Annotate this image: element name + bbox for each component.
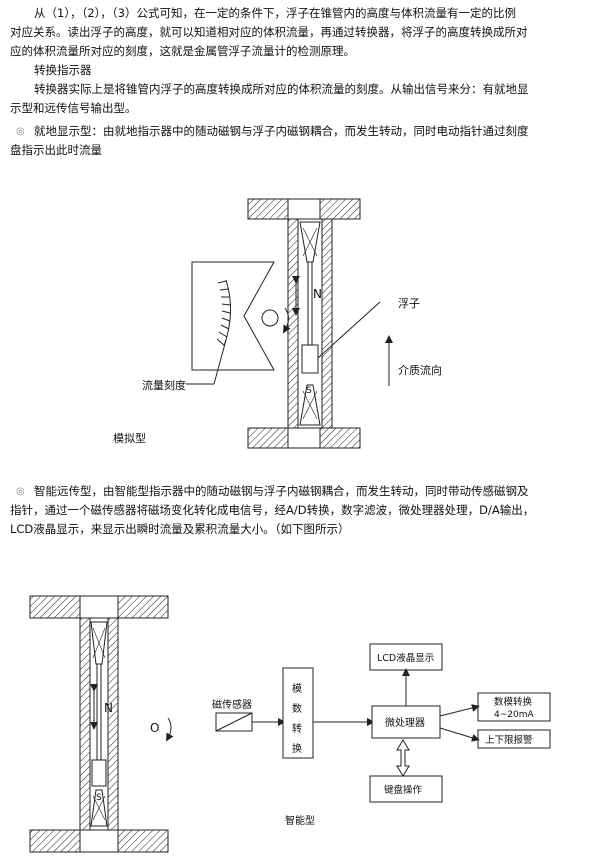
follower-magnet (261, 309, 279, 327)
tube-wall-right (321, 218, 333, 429)
tube-wall-right (107, 617, 119, 831)
south-pole-label: S (96, 793, 102, 803)
top-flange-bore (287, 198, 321, 220)
local-display-line-2: 盘指示出此时流量 (10, 143, 102, 157)
converter-heading: 转换指示器 (34, 63, 92, 77)
smart-line-2: 指针，通过一个磁传感器将磁场变化转化成电信号，经A/D转换，数字滤波，微处理器处… (10, 503, 535, 517)
keyboard-label: 键盘操作 (384, 784, 423, 796)
magnet-label: O (150, 721, 159, 735)
lower-cone (299, 384, 321, 426)
intro-line-3: 应的体积流量所对应的刻度，这就是金属管浮子流量计的检测原理。 (10, 44, 355, 58)
float-label: 浮子 (398, 297, 420, 310)
float (91, 759, 107, 787)
north-pole-label: N (313, 287, 322, 301)
alarm-label: 上下限报警 (485, 734, 533, 746)
intro-line-1: 从（1），（2），（3）公式可知，在一定的条件下，浮子在锥管内的高度与体积流量有… (34, 6, 516, 20)
bottom-flange-bore (79, 829, 119, 853)
converter-line-1: 转换器实际上是将锥管内浮子的高度转换成所对应的体积流量的刻度。从输出信号来分：有… (34, 82, 529, 96)
upper-cone (299, 221, 321, 263)
intro-paragraph: 从（1），（2），（3）公式可知，在一定的条件下，浮子在锥管内的高度与体积流量有… (10, 4, 585, 61)
microprocessor-box (371, 705, 441, 739)
rotation-arrow (166, 717, 174, 742)
dac-label: 数模转换 (494, 696, 533, 708)
adc-box (282, 667, 314, 759)
converter-paragraph: 转换器实际上是将锥管内浮子的高度转换成所对应的体积流量的刻度。从输出信号来分：有… (10, 80, 585, 118)
scale-label: 流量刻度 (142, 378, 186, 392)
flow-direction-label: 介质流向 (398, 363, 442, 377)
local-display-paragraph: 就地显示型：由就地指示器中的随动磁钢与浮子内磁钢耦合，而发生转动，同时电动指针通… (10, 122, 585, 160)
analog-flowmeter-diagram: N S 流量刻度 浮子 介质流向 模拟型 (113, 198, 442, 449)
bidirectional-arrow (396, 739, 410, 777)
rotation-arrow (282, 307, 291, 334)
tube-wall-left (79, 617, 91, 831)
south-pole-label: S (306, 386, 312, 396)
sensor-label: 磁传感器 (212, 698, 252, 711)
intro-line-2: 对应关系。读出浮子的高度，就可以知道相对应的体积流量，再通过转换器，将浮子的高度… (10, 25, 528, 39)
flow-scale (216, 279, 232, 347)
bullet-icon: ◎ (16, 126, 25, 137)
upper-cone (90, 621, 108, 665)
local-display-line-1: 就地显示型：由就地指示器中的随动磁钢与浮子内磁钢耦合，而发生转动，同时电动指针通… (34, 124, 529, 138)
indicator-housing (191, 261, 275, 371)
adc-char-1: 模 (292, 683, 302, 695)
bullet-icon: ◎ (16, 486, 25, 497)
lcd-display-label: LCD液晶显示 (377, 652, 434, 664)
converter-line-2: 示型和远传信号输出型。 (10, 101, 137, 115)
analog-caption: 模拟型 (113, 431, 146, 445)
keyboard-box (369, 775, 443, 803)
lcd-display-box (369, 643, 443, 671)
top-flange-bore (79, 595, 119, 619)
adc-char-3: 转 (292, 722, 302, 735)
adc-char-4: 换 (292, 742, 302, 755)
bottom-flange-bore (287, 427, 321, 449)
dac-range-label: 4~20mA (494, 710, 534, 720)
adc-char-2: 数 (292, 702, 302, 715)
tube-wall-left (287, 218, 299, 429)
smart-caption: 智能型 (285, 814, 315, 827)
smart-flowmeter-diagram: N S O 磁传感器 模 数 转 换 LCD液晶显示 微处理器 数模转换 4~2… (29, 595, 551, 853)
lower-cone (90, 789, 108, 827)
smart-paragraph: 智能远传型，由智能型指示器中的随动磁钢与浮子内磁钢耦合，而发生转动，同时带动传感… (10, 482, 585, 539)
microprocessor-label: 微处理器 (385, 716, 425, 729)
smart-line-1: 智能远传型，由智能型指示器中的随动磁钢与浮子内磁钢耦合，而发生转动，同时带动传感… (34, 484, 529, 498)
smart-line-3: LCD液晶显示，来显示出瞬时流量及累积流量大小。（如下图所示） (10, 522, 350, 536)
north-pole-label: N (104, 701, 113, 715)
tube-bore (297, 218, 323, 429)
dac-box (477, 692, 551, 722)
float (301, 344, 319, 374)
